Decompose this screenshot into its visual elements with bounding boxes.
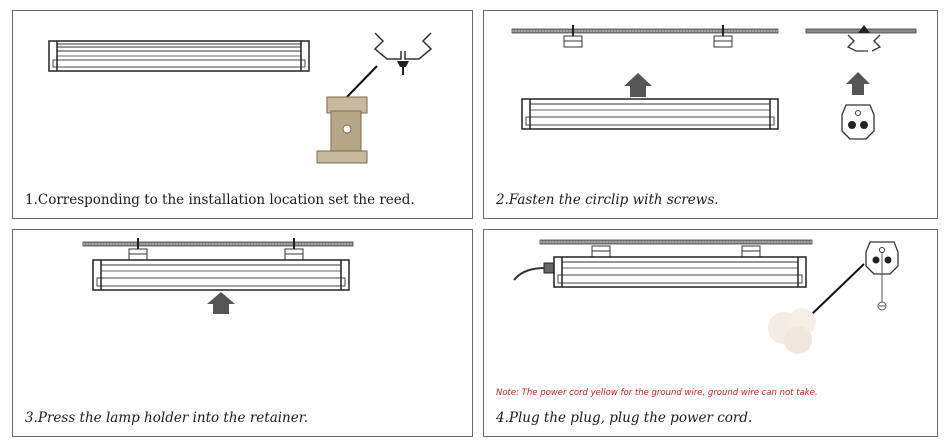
wiring-diagram-icon	[865, 241, 899, 311]
ground-wire-photo	[768, 308, 816, 354]
retainer-left	[591, 245, 611, 258]
step-3-caption: 3.Press the lamp holder into the retaine…	[25, 410, 309, 426]
retainer-right	[284, 238, 304, 261]
step-4-illustration	[513, 239, 899, 354]
step-4-panel: Note: The power cord yellow for the grou…	[483, 229, 938, 437]
step-1-caption: 1.Corresponding to the installation loca…	[25, 192, 415, 208]
circlip-right	[713, 25, 733, 48]
pointer-line	[344, 65, 378, 100]
circlip-left	[563, 25, 583, 48]
lamp-holder-end-icon	[841, 104, 875, 140]
step-2-panel: 2.Fasten the circlip with screws.	[483, 10, 938, 219]
step-4-caption: 4.Plug the plug, plug the power cord.	[496, 410, 753, 426]
led-tube-fixture	[92, 259, 350, 291]
up-arrow-icon	[624, 73, 652, 97]
pointer-line	[811, 263, 865, 315]
reed-bracket-photo	[316, 96, 368, 164]
step-1-illustration	[48, 32, 433, 164]
ceiling-bar	[539, 239, 813, 245]
step-2-caption: 2.Fasten the circlip with screws.	[496, 192, 719, 208]
step-3-panel: 3.Press the lamp holder into the retaine…	[12, 229, 473, 437]
led-tube-fixture	[553, 256, 807, 288]
retainer-left	[128, 238, 148, 261]
step-1-panel: 1.Corresponding to the installation loca…	[12, 10, 473, 219]
led-tube-fixture	[521, 98, 779, 130]
reed-clip-detail	[373, 32, 433, 75]
up-arrow-icon	[846, 72, 870, 95]
up-arrow-icon	[207, 292, 235, 314]
led-tube-fixture	[48, 40, 310, 72]
power-cord-plug	[513, 262, 557, 281]
ground-wire-note: Note: The power cord yellow for the grou…	[496, 388, 818, 398]
ceiling-bar	[511, 28, 779, 34]
retainer-right	[741, 245, 761, 258]
ceiling-bar-detail	[805, 25, 917, 52]
step-3-illustration	[82, 238, 354, 314]
step-2-illustration	[511, 25, 917, 140]
ceiling-bar	[82, 241, 354, 247]
